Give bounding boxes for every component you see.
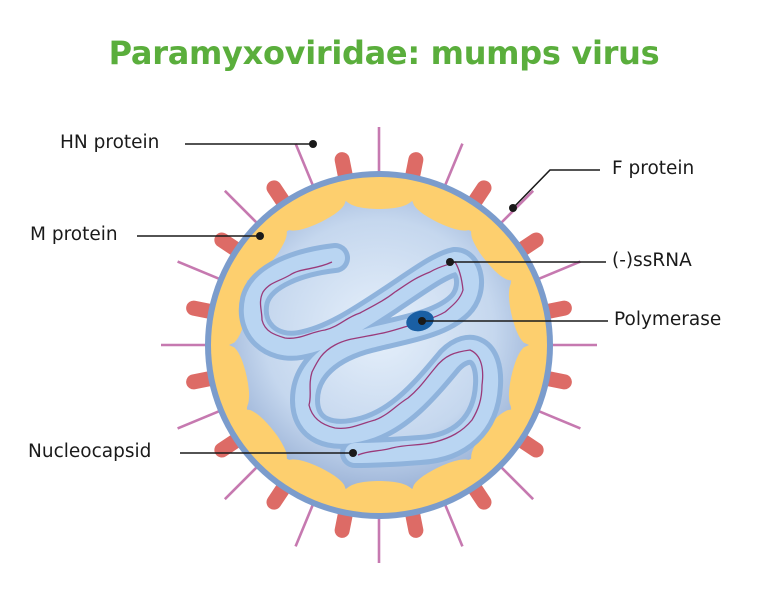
leader-lines xyxy=(137,143,608,454)
label-polymerase: Polymerase xyxy=(614,309,722,330)
hn-spike xyxy=(223,189,259,225)
label-hn-protein: HN protein xyxy=(60,132,160,153)
hn-spike xyxy=(294,143,315,187)
hn-spike xyxy=(537,260,581,281)
hn-spike xyxy=(294,503,315,547)
hn-spike xyxy=(223,465,259,501)
label-m-protein: M protein xyxy=(30,224,118,245)
nucleocapsid xyxy=(238,243,504,468)
ssrna-strand xyxy=(259,261,484,456)
hn-spike xyxy=(177,409,221,430)
label-ssrna: (-)ssRNA xyxy=(612,250,692,271)
hn-spike xyxy=(443,503,464,547)
hn-spike xyxy=(443,143,464,187)
label-nucleocapsid: Nucleocapsid xyxy=(28,441,152,462)
hn-spike xyxy=(537,409,581,430)
f-leader xyxy=(512,169,600,209)
label-f-protein: F protein xyxy=(612,158,695,179)
hn-spike xyxy=(499,465,535,501)
diagram-title: Paramyxoviridae: mumps virus xyxy=(108,34,660,72)
hn-spike xyxy=(177,260,221,281)
